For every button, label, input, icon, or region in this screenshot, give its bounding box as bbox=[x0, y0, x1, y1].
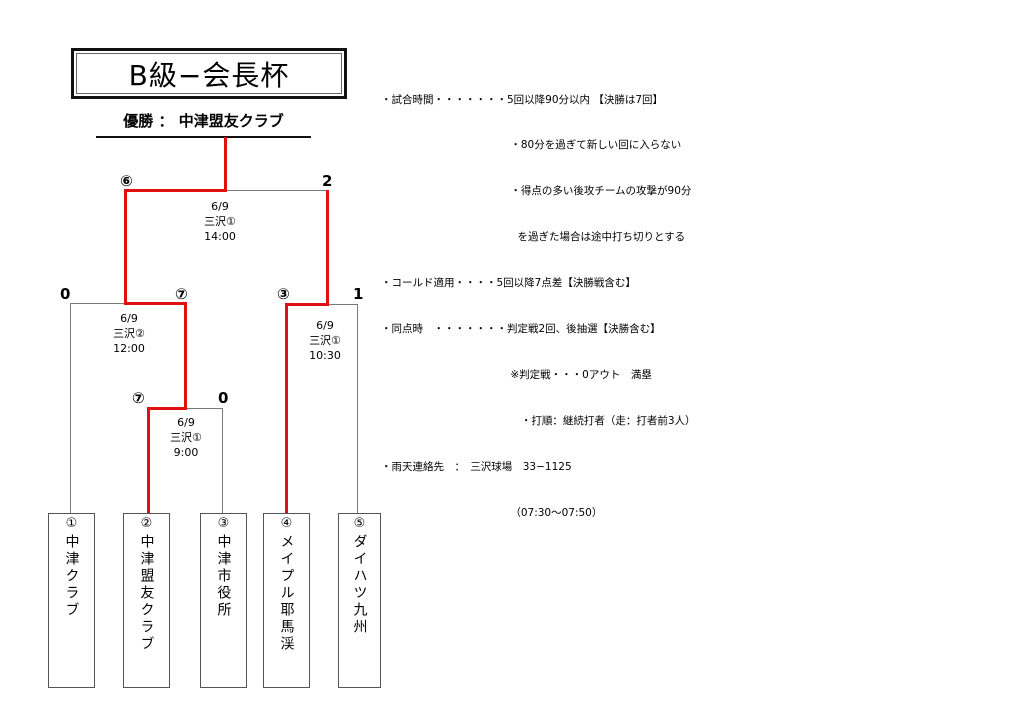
semi-left-bar bbox=[70, 303, 125, 304]
winner-label: 優勝 ： 中津盟友クラブ bbox=[123, 112, 284, 130]
rule-line: ・コールド適用・・・・5回以降7点差【決勝戦含む】 bbox=[381, 277, 636, 290]
rule-line: ・同点時 ・・・・・・・判定戦2回、後抽選【決勝含む】 bbox=[381, 323, 661, 336]
match-venue: 三沢① bbox=[170, 431, 202, 444]
semi-right-score-left: ③ bbox=[277, 285, 290, 303]
rule-line: ※判定戦・・・0アウト 満塁 bbox=[381, 368, 652, 381]
final-right-leg bbox=[326, 190, 329, 306]
team-box-3: ③ 中津市役所 bbox=[200, 513, 247, 688]
match-time: 14:00 bbox=[204, 230, 236, 243]
rules-notes: ・試合時間・・・・・・・5回以降90分以内 【決勝は7回】 ・80分を過ぎて新し… bbox=[381, 62, 696, 536]
tournament-title: B級−会長杯 bbox=[76, 53, 342, 94]
team-name: 中津盟友クラブ bbox=[138, 534, 155, 653]
semi-left-bar-win bbox=[124, 302, 187, 305]
team-name: 中津市役所 bbox=[215, 534, 232, 619]
team-number: ② bbox=[140, 516, 153, 531]
match-venue: 三沢① bbox=[309, 334, 341, 347]
semi-right-left-leg bbox=[285, 303, 288, 513]
team-box-2: ② 中津盟友クラブ bbox=[123, 513, 170, 688]
first-round-right-leg bbox=[222, 408, 223, 514]
rule-line: ・試合時間・・・・・・・5回以降90分以内 【決勝は7回】 bbox=[381, 93, 664, 106]
team-box-5: ⑤ ダイハツ九州 bbox=[338, 513, 381, 688]
rule-line: （07:30〜07:50） bbox=[381, 506, 603, 519]
semi-left-score-left: 0 bbox=[60, 285, 71, 303]
match-venue: 三沢① bbox=[204, 215, 236, 228]
team-name: メイプル耶馬渓 bbox=[278, 534, 295, 653]
match-venue: 三沢② bbox=[113, 327, 145, 340]
first-round-score-right: 0 bbox=[218, 389, 229, 407]
rule-line: ・雨天連絡先 ： 三沢球場 33−1125 bbox=[381, 460, 572, 473]
team-name: ダイハツ九州 bbox=[351, 534, 368, 636]
winner-underline bbox=[96, 136, 311, 138]
semi-left-match-info: 6/9 三沢② 12:00 bbox=[94, 311, 164, 356]
semi-right-right-leg bbox=[357, 304, 358, 514]
match-time: 12:00 bbox=[113, 342, 145, 355]
final-bar bbox=[227, 190, 329, 191]
semi-right-match-info: 6/9 三沢① 10:30 bbox=[290, 318, 360, 363]
team-number: ⑤ bbox=[353, 516, 366, 531]
semi-left-score-right: ⑦ bbox=[175, 285, 188, 303]
final-bar-win bbox=[124, 189, 227, 192]
team-box-4: ④ メイプル耶馬渓 bbox=[263, 513, 310, 688]
rule-line: ・得点の多い後攻チームの攻撃が90分 bbox=[381, 185, 692, 198]
match-time: 9:00 bbox=[173, 446, 199, 459]
team-name: 中津クラブ bbox=[63, 534, 80, 619]
match-date: 6/9 bbox=[120, 312, 138, 325]
match-date: 6/9 bbox=[316, 319, 334, 332]
first-round-left-leg bbox=[147, 407, 150, 513]
team-box-1: ① 中津クラブ bbox=[48, 513, 95, 688]
final-score-right: 2 bbox=[322, 172, 333, 190]
final-left-leg bbox=[124, 189, 127, 305]
semi-right-bar-win bbox=[285, 303, 329, 306]
first-round-match-info: 6/9 三沢① 9:00 bbox=[151, 415, 221, 460]
title-box: B級−会長杯 bbox=[71, 48, 347, 99]
rule-line: を過ぎた場合は途中打ち切りとする bbox=[381, 231, 686, 244]
champion-stem bbox=[224, 137, 227, 191]
final-match-info: 6/9 三沢① 14:00 bbox=[185, 199, 255, 244]
match-date: 6/9 bbox=[177, 416, 195, 429]
team-number: ③ bbox=[217, 516, 230, 531]
first-round-bar bbox=[187, 408, 222, 409]
match-date: 6/9 bbox=[211, 200, 229, 213]
final-score-left: ⑥ bbox=[120, 172, 133, 190]
rule-line: ・80分を過ぎて新しい回に入らない bbox=[381, 139, 682, 152]
rule-line: ・打順：継続打者（走：打者前3人） bbox=[381, 414, 696, 427]
semi-left-leg bbox=[70, 303, 71, 513]
team-number: ④ bbox=[280, 516, 293, 531]
match-time: 10:30 bbox=[309, 349, 341, 362]
team-number: ① bbox=[65, 516, 78, 531]
semi-right-score-right: 1 bbox=[353, 285, 364, 303]
semi-left-right-leg bbox=[184, 302, 187, 410]
first-round-score-left: ⑦ bbox=[132, 389, 145, 407]
semi-right-bar bbox=[329, 304, 357, 305]
first-round-bar-win bbox=[147, 407, 187, 410]
